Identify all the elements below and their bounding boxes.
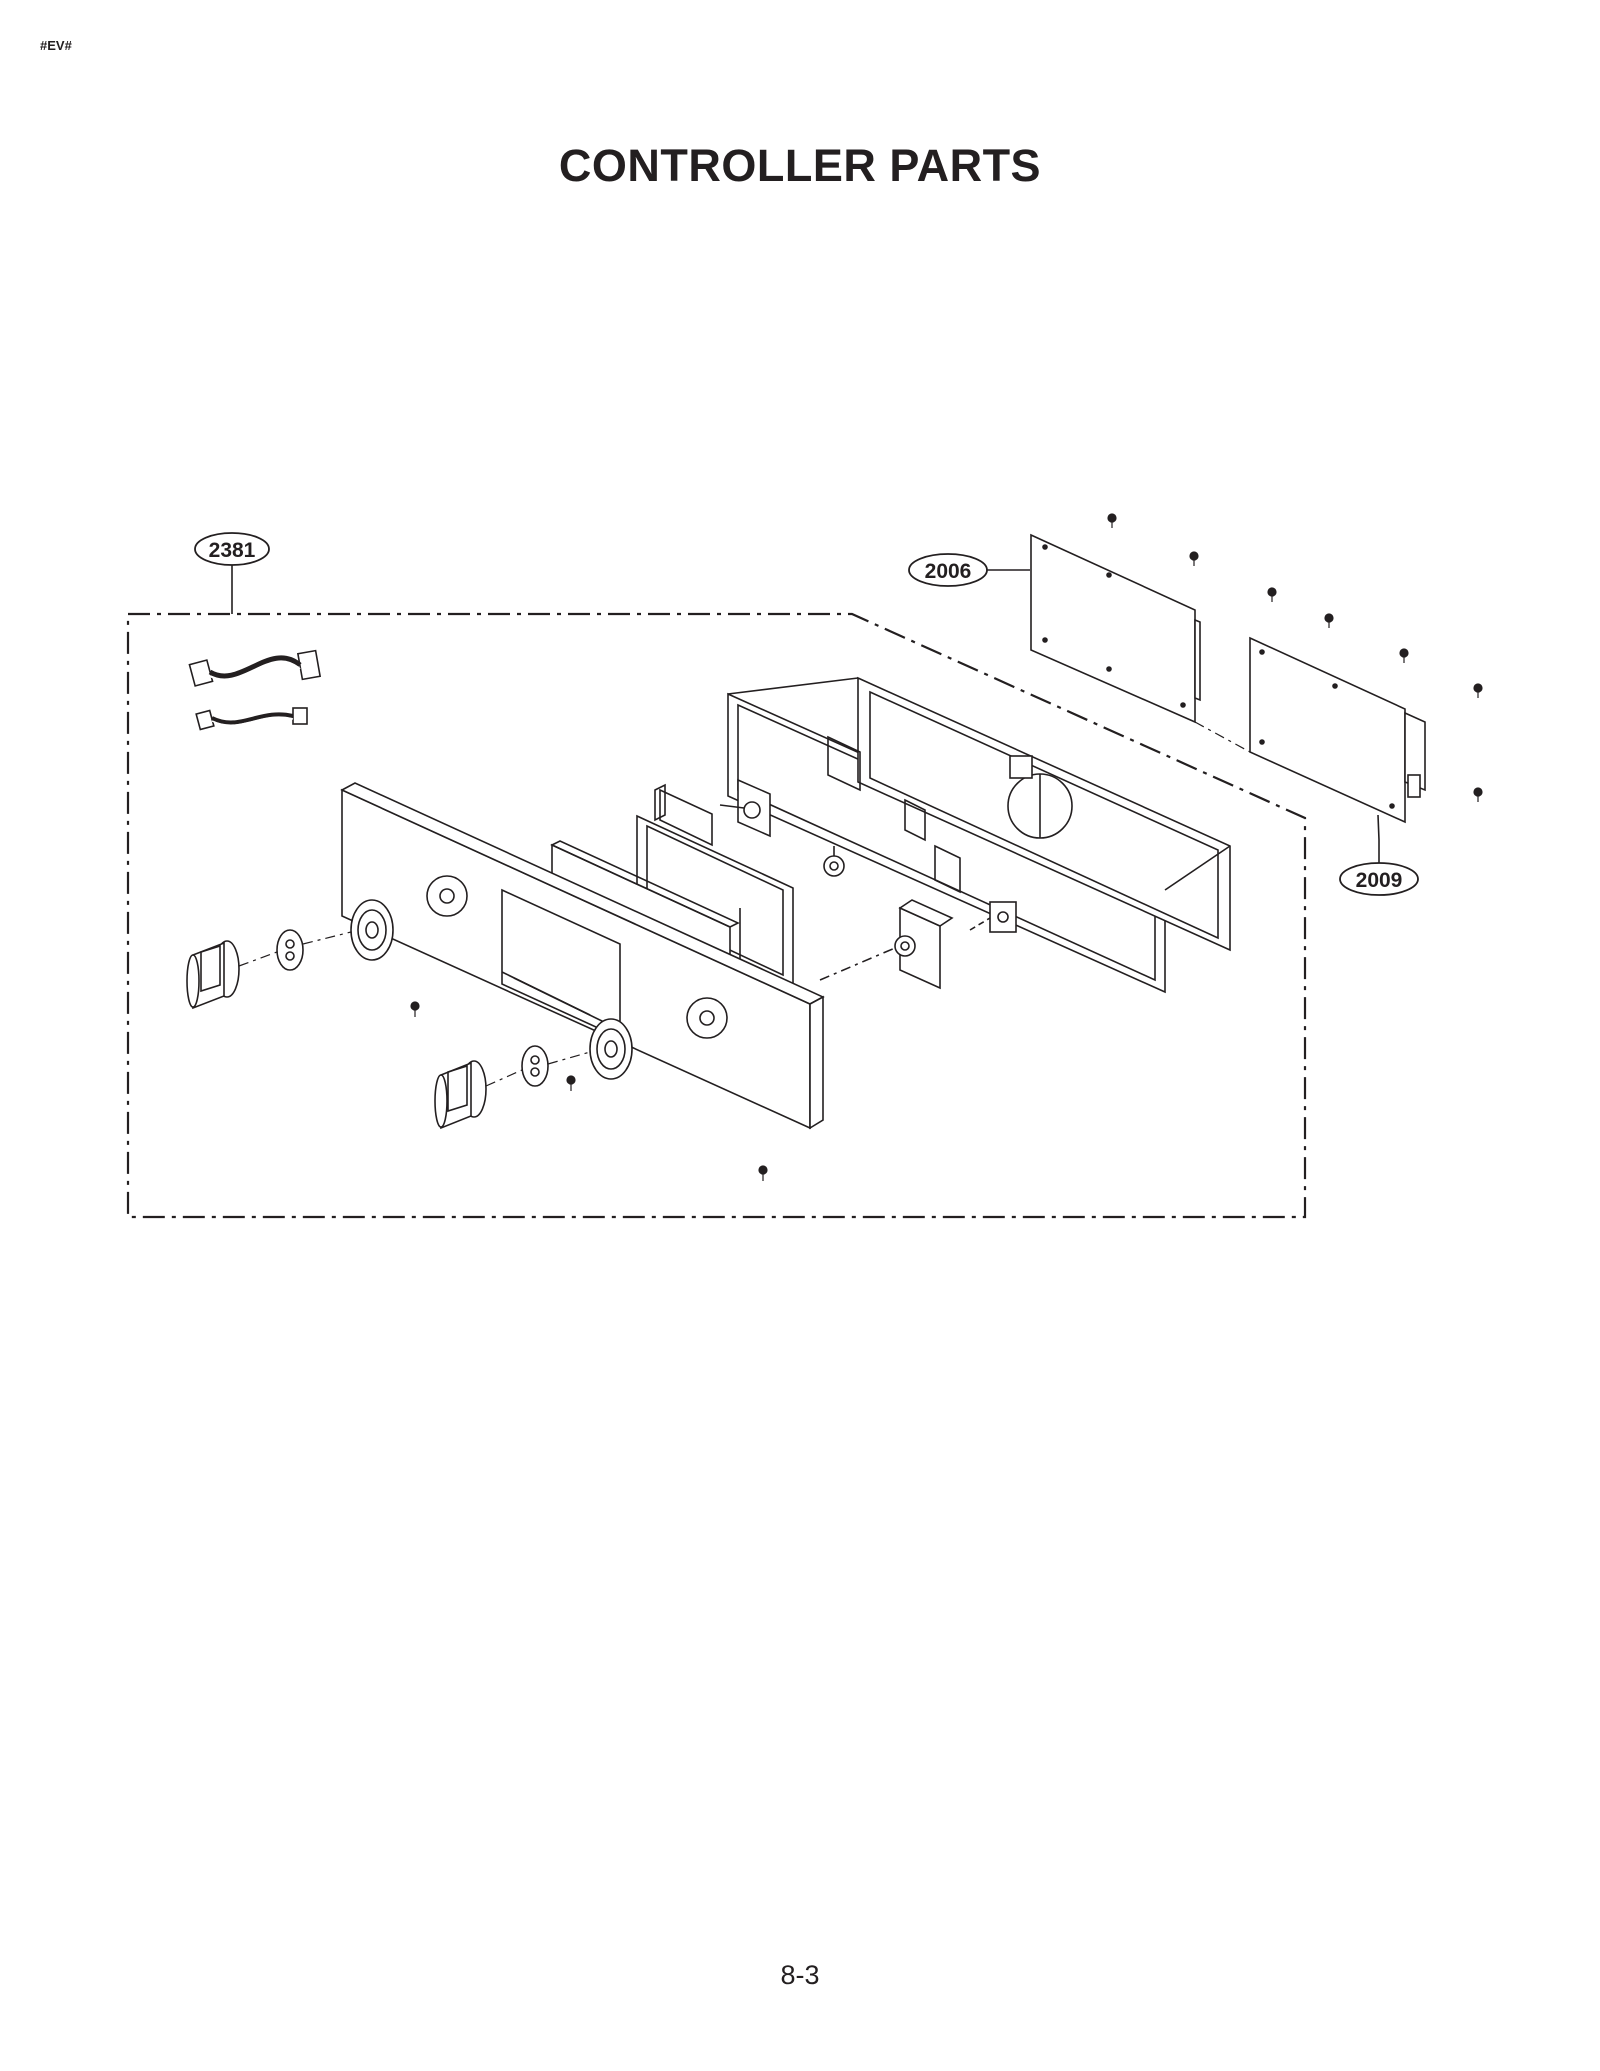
- knob-adapter-right: [521, 1045, 549, 1087]
- screws-loose: [410, 1001, 768, 1181]
- callout-2009-label: 2009: [1356, 869, 1403, 892]
- encoder-small: [719, 778, 771, 838]
- frame-bracket: [727, 676, 1231, 994]
- dial-ring-right: [589, 1018, 633, 1080]
- callout-2009: 2009: [1339, 814, 1419, 896]
- document-tag: #EV#: [40, 38, 72, 53]
- callout-2006: 2006: [908, 553, 1030, 587]
- wire-harness-short: [195, 707, 308, 731]
- wire-harness-long: [188, 649, 322, 687]
- pcb-board-2006: [1030, 533, 1201, 724]
- callout-2381: 2381: [194, 532, 270, 614]
- callout-2381-label: 2381: [209, 539, 256, 562]
- assembly-boundary: [126, 612, 1307, 1219]
- assembly-axis-lines: [238, 931, 591, 1087]
- callout-2006-label: 2006: [925, 560, 972, 583]
- connector-knob: [823, 846, 845, 877]
- front-panel: [340, 782, 825, 1130]
- encoder-module: [819, 899, 1017, 990]
- knob-right: [434, 1060, 487, 1130]
- knob-left: [186, 940, 240, 1010]
- screws-top: [1107, 513, 1483, 802]
- page-number: 8-3: [780, 1960, 820, 1990]
- knob-adapter-left: [276, 929, 304, 971]
- dial-ring-left: [350, 899, 394, 961]
- pcb-board-2009: [1249, 636, 1426, 824]
- page-title: CONTROLLER PARTS: [558, 140, 1042, 191]
- board-axis-line: [1194, 721, 1251, 753]
